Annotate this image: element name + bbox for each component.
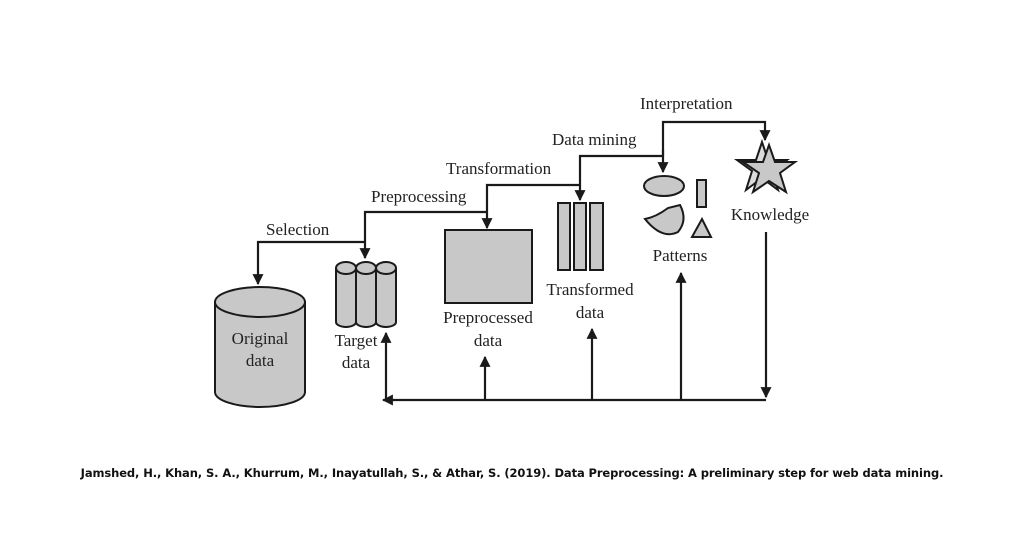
citation-text: Jamshed, H., Khan, S. A., Khurrum, M., I… (80, 466, 944, 480)
preprocessed-data-box-icon (444, 229, 533, 304)
preprocessing-arrow (359, 210, 487, 260)
transformation-arrow (481, 183, 580, 230)
target-data-label-2: data (342, 353, 371, 372)
step-label-selection: Selection (266, 220, 330, 239)
target-data-label-1: Target (335, 331, 378, 350)
preprocessed-data-label-1: Preprocessed (443, 308, 533, 327)
preprocessed-data-label-2: data (474, 331, 503, 350)
interpretation-arrow (661, 120, 771, 156)
patterns-label: Patterns (653, 246, 708, 265)
step-label-interpretation: Interpretation (640, 94, 733, 113)
original-data-cylinder-icon (214, 286, 306, 408)
knowledge-label: Knowledge (731, 205, 809, 224)
transformed-data-label-2: data (576, 303, 605, 322)
knowledge-star-icon (733, 138, 799, 195)
step-label-preprocessing: Preprocessing (371, 187, 467, 206)
transformed-data-label-1: Transformed (546, 280, 634, 299)
step-label-transformation: Transformation (446, 159, 552, 178)
data-mining-arrow (574, 154, 663, 202)
patterns-shapes-icon (643, 175, 713, 238)
selection-arrow (252, 240, 365, 286)
original-data-label-2: data (246, 351, 275, 370)
target-data-cylinders-icon (335, 261, 397, 328)
original-data-label-1: Original (232, 329, 289, 348)
transformed-data-bars-icon (557, 202, 604, 271)
step-label-data-mining: Data mining (552, 130, 637, 149)
